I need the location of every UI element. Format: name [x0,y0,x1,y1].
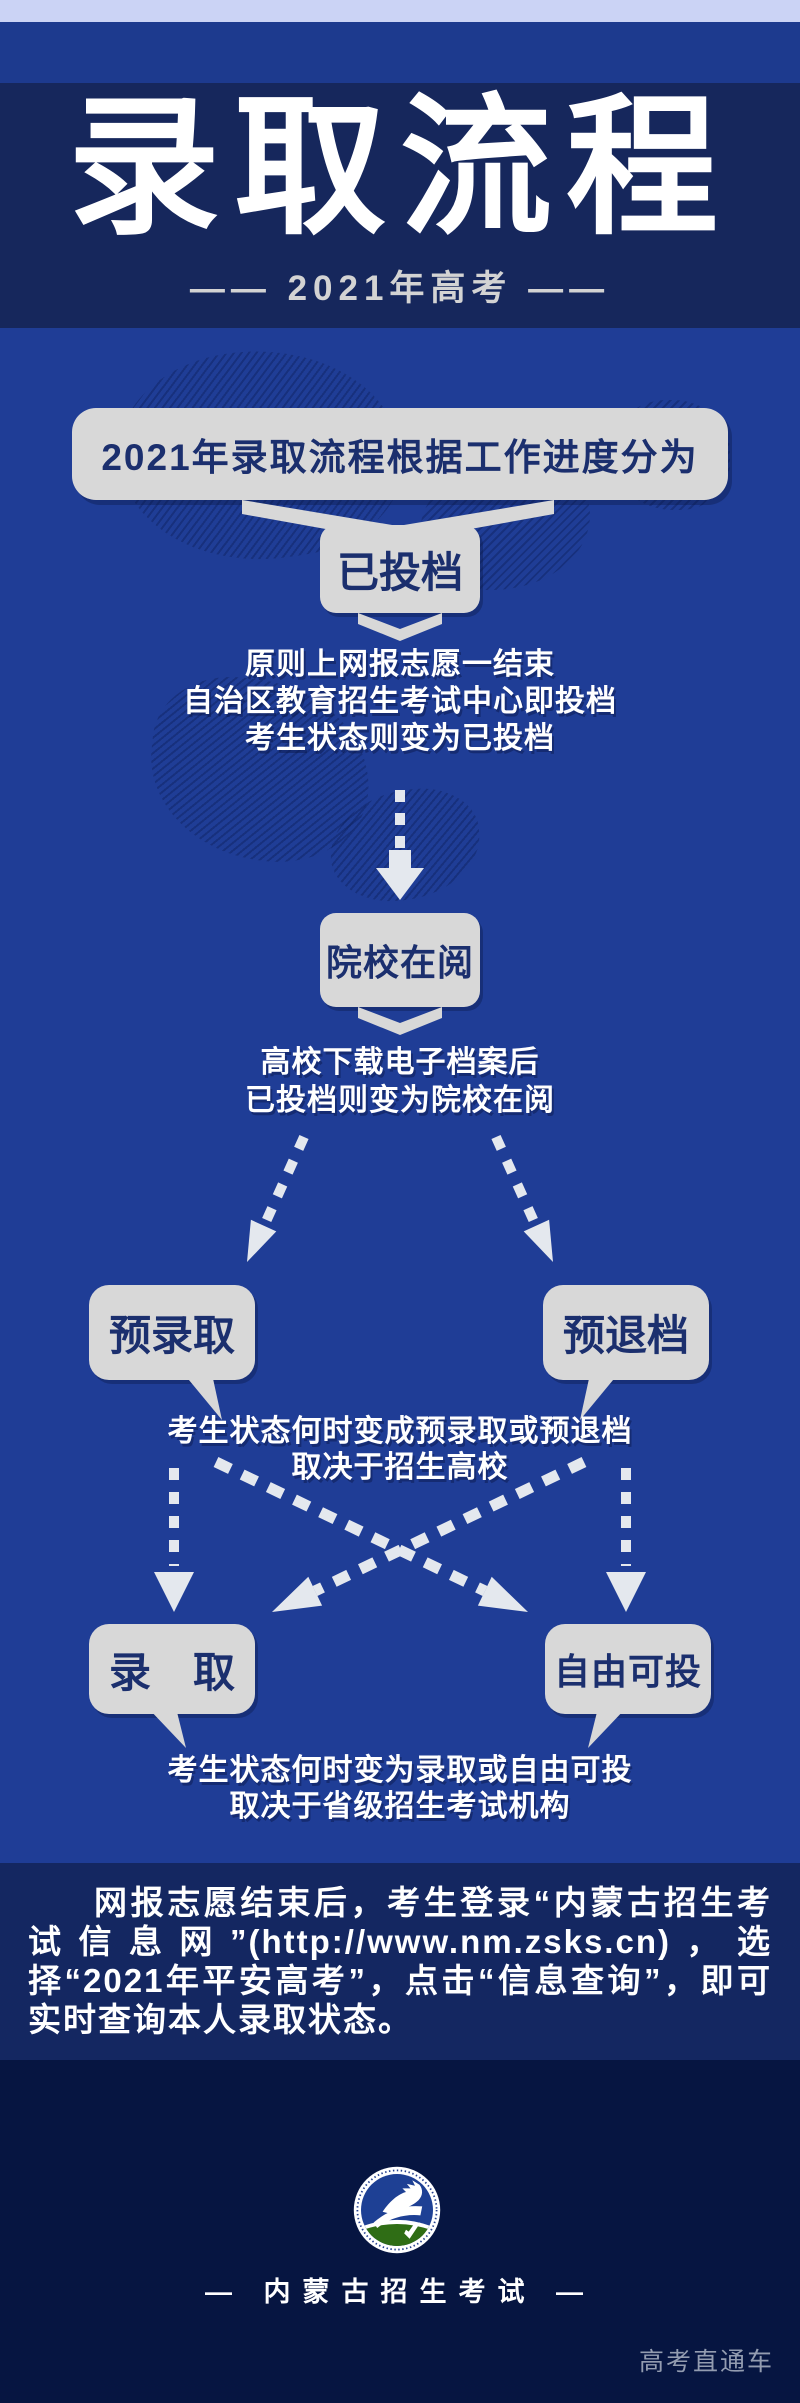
description-line: 取决于招生高校 [291,1451,509,1484]
flow-node-filed: 已投档 [320,525,480,613]
arrow-down-icon [376,790,424,900]
header: 录取流程 —— 2021年高考 —— [0,83,800,328]
intro-banner: 2021年录取流程根据工作进度分为 [72,408,728,500]
description-line: 已投档则变为院校在阅 [245,1084,555,1117]
branch2-description: 考生状态何时变为录取或自由可投 取决于省级招生考试机构 [0,1753,800,1825]
description-line: 高校下载电子档案后 [260,1046,540,1079]
flow-node-admitted: 录 取 [89,1624,255,1714]
flow-node-pre-withdrawn: 预退档 [543,1285,709,1380]
flow-node-pre-admitted: 预录取 [89,1285,255,1380]
footer-note: 网报志愿结束后，考生登录“内蒙古招生考试信息网”(http://www.nm.z… [0,1863,800,2060]
brand-strip [0,22,800,83]
stage1-description: 原则上网报志愿一结束 自治区教育招生考试中心即投档 考生状态则变为已投档 [0,646,800,757]
bubble-tail-icon [148,1708,186,1748]
organization-line: — 内蒙古招生考试 — [204,2277,595,2307]
flowchart: 2021年录取流程根据工作进度分为 已投档 原则上网报志愿一结束 自治区教育招生… [0,328,800,1863]
flow-node-label: 预录取 [108,1312,235,1359]
flow-node-label: 已投档 [336,548,463,596]
flow-node-label: 院校在阅 [325,942,474,983]
crossing-arrows-icon [154,1457,646,1612]
bubble-tail-icon [580,1374,618,1420]
description-line: 考生状态何时变成预录取或预退档 [167,1415,633,1448]
description-line: 自治区教育招生考试中心即投档 [183,685,617,718]
diverging-arrows-icon [247,1134,553,1262]
description-line: 原则上网报志愿一结束 [245,648,555,681]
footer-paragraph: 网报志愿结束后，考生登录“内蒙古招生考试信息网”(http://www.nm.z… [28,1884,772,2038]
top-strip [0,0,800,22]
page-title: 录取流程 [68,83,732,253]
flow-node-free-to-apply: 自由可投 [545,1624,711,1714]
watermark: 高考直通车 [638,2348,774,2376]
intro-banner-text: 2021年录取流程根据工作进度分为 [101,437,699,478]
page-subtitle: —— 2021年高考 —— [189,269,611,308]
description-line: 考生状态则变为已投档 [245,722,555,755]
node-pointer-chevron-icon [358,1007,442,1035]
bottom-section: — 内蒙古招生考试 — 高考直通车 [0,2060,800,2403]
bubble-tail-icon [184,1374,222,1420]
inner-mongolia-admissions-emblem-icon [353,2166,441,2254]
flow-node-label: 自由可投 [553,1651,702,1692]
stage2-description: 高校下载电子档案后 已投档则变为院校在阅 [0,1044,800,1120]
flow-node-label: 预退档 [562,1312,689,1359]
flow-node-label: 录 取 [108,1648,235,1696]
description-line: 取决于省级招生考试机构 [229,1790,571,1823]
branch1-description: 考生状态何时变成预录取或预退档 取决于招生高校 [0,1414,800,1486]
description-line: 考生状态何时变为录取或自由可投 [167,1754,633,1787]
node-pointer-chevron-icon [358,613,442,641]
bubble-tail-icon [588,1708,626,1748]
flow-node-under-review: 院校在阅 [320,913,480,1007]
